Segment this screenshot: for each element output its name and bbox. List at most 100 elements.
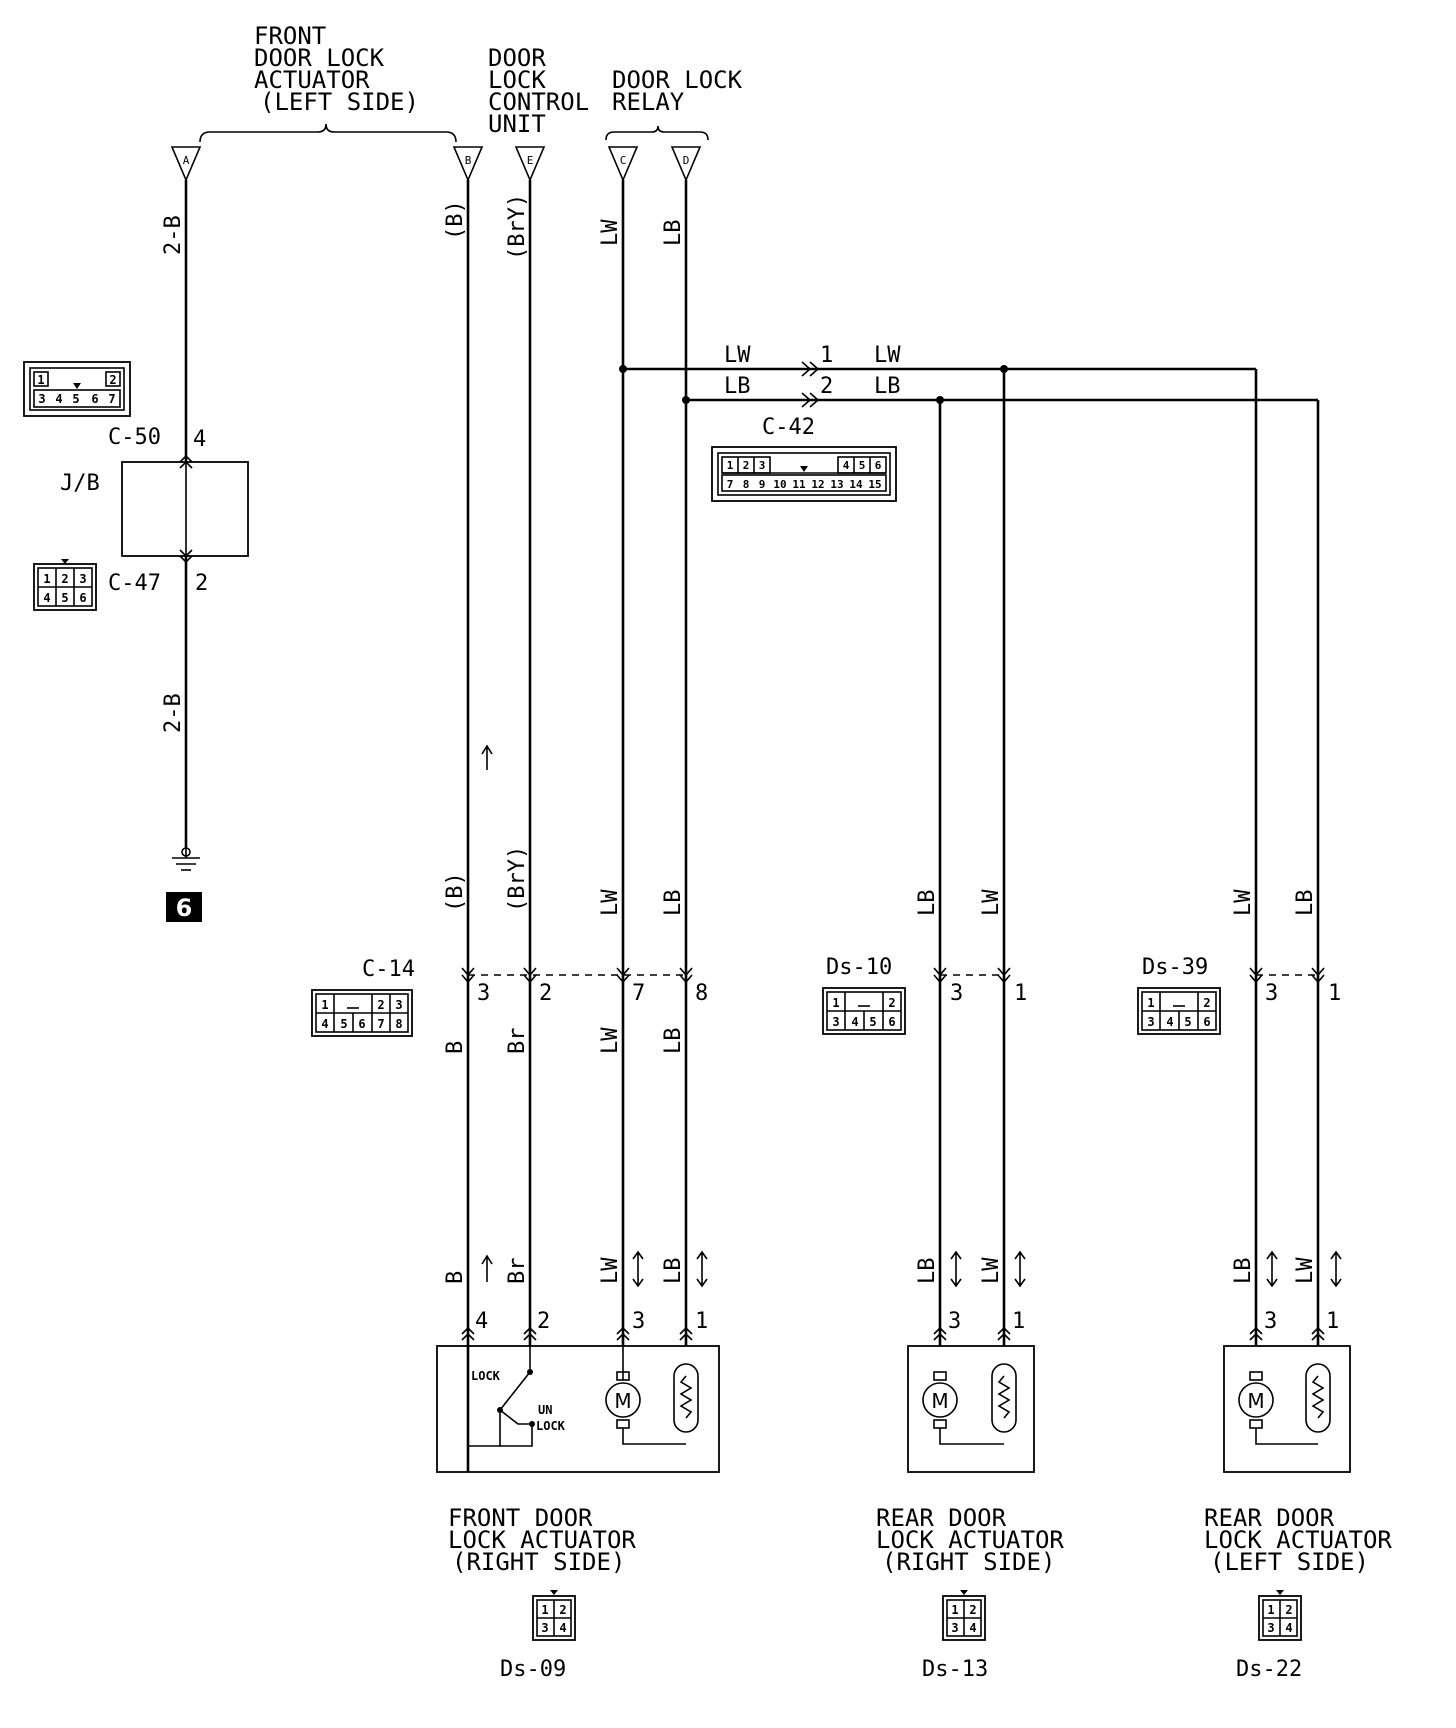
svg-text:3: 3 [832,1015,839,1029]
connector-arrow [179,549,193,564]
wire-label-lw: LW [1293,1257,1318,1284]
svg-text:4: 4 [1166,1015,1173,1029]
arrow-up-icon [481,744,493,770]
svg-text:E: E [527,154,534,167]
pin-ds-39-1: 1 [1328,981,1341,1006]
svg-text:LOCK ACTUATOR: LOCK ACTUATOR [876,1526,1064,1554]
pin-c-14-3: 3 [477,981,490,1006]
svg-text:5: 5 [72,392,79,406]
title-rear-door-lock-actuator-right: REAR DOOR LOCK ACTUATOR (RIGHT SIDE) [876,1504,1064,1576]
pin-ds-10-1: 1 [1014,981,1027,1006]
svg-text:1: 1 [951,1603,958,1617]
connector-row-ds-10 [933,967,1011,984]
svg-text:2: 2 [377,998,384,1012]
pin-c-47-2: 2 [195,571,208,596]
terminal-b: B [452,146,484,183]
arrow-bidirectional-icon [696,1250,708,1288]
wire-label-b: B [443,1271,468,1284]
svg-text:3: 3 [1267,1621,1274,1635]
svg-text:LOCK ACTUATOR: LOCK ACTUATOR [1204,1526,1392,1554]
title-rear-door-lock-actuator-left: REAR DOOR LOCK ACTUATOR (LEFT SIDE) [1204,1504,1392,1576]
svg-text:3: 3 [1147,1015,1154,1029]
arrow-bidirectional-icon [1266,1250,1278,1288]
wire-label-lb: LB [661,1258,686,1285]
wire-label-lb: LB [661,220,686,247]
svg-text:4: 4 [559,1621,566,1635]
wire-label-lw: LW [724,343,751,368]
pin-c-14-7: 7 [632,981,645,1006]
svg-text:4: 4 [55,392,62,406]
ground-symbol [172,847,200,871]
connector-row-c-14 [461,967,693,984]
wire-label-2-b: 2-B [161,215,186,255]
svg-text:2: 2 [109,373,116,387]
svg-text:C: C [620,154,627,167]
svg-text:5: 5 [1184,1015,1191,1029]
svg-text:3: 3 [759,459,766,472]
pin-rear-left-3: 3 [1264,1309,1277,1334]
svg-text:2: 2 [743,459,750,472]
switch-label-unlock: LOCK [536,1419,566,1433]
terminal-e: E [514,146,546,183]
brace-front-left [199,123,457,143]
svg-text:1: 1 [727,459,734,472]
connector-face-c-14: 1 2 3 4 5 6 7 8 [311,989,413,1037]
switch-label-unlock: UN [538,1403,552,1417]
wire-label-2-b: 2-B [161,693,186,733]
arrow-bidirectional-icon [950,1250,962,1288]
svg-text:5: 5 [869,1015,876,1029]
actuator-rear-right [907,1345,1035,1473]
svg-text:14: 14 [849,478,863,491]
wire-label-lb: LB [661,890,686,917]
arrow-bidirectional-icon [1014,1250,1026,1288]
pin-front-right-1: 1 [695,1309,708,1334]
label-c-47: C-47 [108,571,161,596]
header-door-lock-relay: DOOR LOCK RELAY [612,66,743,116]
svg-text:5: 5 [859,459,866,472]
header-line: CONTROL [488,88,589,116]
svg-text:(RIGHT SIDE): (RIGHT SIDE) [882,1548,1055,1576]
connector-row-ds-39 [1249,967,1325,984]
ground-number: 6 [176,894,193,922]
actuator-pin-marks [461,1326,1325,1341]
svg-text:4: 4 [43,591,50,605]
wire-label-bry: (BrY) [505,194,530,260]
connector-arrow [801,361,820,377]
pin-c-42-1: 1 [820,343,833,368]
wire-label-lb: LB [874,374,901,399]
motor-icon: M [614,1389,631,1413]
svg-text:4: 4 [321,1017,328,1031]
header-line: DOOR LOCK [612,66,743,94]
svg-text:2: 2 [969,1603,976,1617]
svg-text:2: 2 [888,996,895,1010]
wire-label-b: (B) [443,200,468,240]
wire-label-br: Br [505,1258,530,1285]
header-line: UNIT [488,110,546,138]
label-jb: J/B [60,471,100,496]
connector-arrow [801,392,820,408]
svg-text:3: 3 [395,998,402,1012]
svg-text:REAR DOOR: REAR DOOR [876,1504,1007,1532]
pin-front-right-2: 2 [537,1309,550,1334]
svg-text:1: 1 [1267,1603,1274,1617]
connector-face-ds-10: 1 2 3 4 5 6 [822,987,906,1035]
wire-label-lw: LW [598,1027,623,1054]
connector-face-c-47: 1 2 3 4 5 6 [33,559,97,611]
label-c-42: C-42 [762,415,815,440]
pin-front-right-3: 3 [632,1309,645,1334]
connector-face-ds-39: 1 2 3 4 5 6 [1137,987,1221,1035]
wire-label-lw: LW [979,1257,1004,1284]
wire-label-lw: LW [874,343,901,368]
svg-text:7: 7 [727,478,734,491]
header-line: LOCK [488,66,546,94]
wire-label-lb: LB [915,1258,940,1285]
svg-text:8: 8 [743,478,750,491]
svg-text:LOCK ACTUATOR: LOCK ACTUATOR [448,1526,636,1554]
wire-label-lw: LW [598,219,623,246]
label-c-14: C-14 [362,957,415,982]
svg-text:13: 13 [830,478,843,491]
actuator-front-right [436,1345,720,1473]
svg-text:REAR DOOR: REAR DOOR [1204,1504,1335,1532]
pin-c-14-2: 2 [539,981,552,1006]
svg-text:1: 1 [1147,996,1154,1010]
